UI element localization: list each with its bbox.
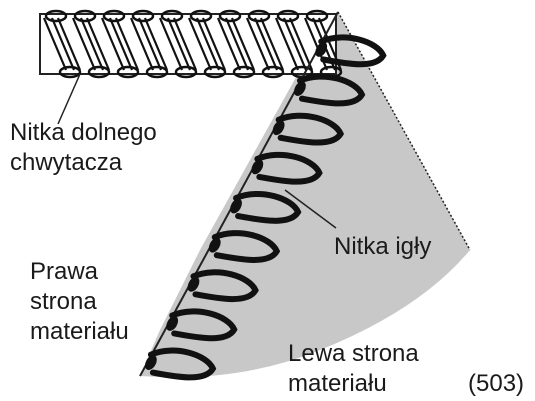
needle-thread-label: Nitka igły	[334, 233, 432, 260]
band-thread	[274, 17, 314, 71]
wrong-side-label-line1: Lewa strona	[288, 340, 419, 367]
seam-knot	[294, 81, 306, 96]
band-thread	[71, 17, 111, 71]
figure-number: (503)	[468, 370, 525, 397]
needle-loop	[254, 151, 323, 185]
band-thread	[216, 17, 256, 71]
looper-thread-label-line2: chwytacza	[10, 149, 123, 176]
seam-knot	[315, 42, 328, 57]
looper-stitch-band	[39, 9, 343, 79]
band-thread	[42, 17, 82, 71]
needle-thread-leader	[284, 189, 337, 229]
band-bottom-loop	[58, 65, 82, 79]
band-bottom-loop	[116, 65, 140, 79]
wrong-side-label-line2: materiału	[288, 370, 387, 397]
band-bottom-loop	[87, 65, 111, 79]
band-top-loop	[247, 9, 271, 23]
needle-loop	[211, 230, 281, 263]
needle-loop	[275, 112, 344, 146]
right-side-label-line1: Prawa	[30, 258, 99, 285]
needle-loop	[233, 191, 302, 224]
band-bottom-loop	[145, 65, 169, 79]
band-bottom-loop	[203, 65, 227, 79]
needle-thread-loops	[145, 34, 387, 381]
band-bottom-loop	[261, 65, 285, 79]
band-top-loop	[131, 9, 155, 23]
looper-thread-leader	[57, 73, 81, 125]
band-top-loop	[218, 9, 242, 23]
band-top-loop	[73, 9, 97, 23]
needle-loop	[190, 269, 259, 303]
band-bottom-loop	[232, 65, 256, 79]
band-thread	[129, 17, 169, 71]
band-top-loop	[276, 9, 300, 23]
seam-knot	[187, 276, 200, 292]
seam-knot	[145, 355, 157, 370]
seam-knot	[230, 198, 242, 214]
seam-knot	[208, 237, 221, 253]
needle-loop	[147, 347, 217, 381]
needle-loop	[296, 73, 366, 107]
fabric-wrong-side	[140, 12, 470, 378]
seam-knot	[166, 316, 179, 331]
band-top-loop	[305, 9, 329, 23]
band-thread	[245, 17, 285, 71]
seam-knot	[251, 159, 264, 175]
looper-thread-label-line1: Nitka dolnego	[10, 119, 157, 146]
needle-loop	[318, 34, 387, 68]
band-thread	[187, 17, 227, 71]
needle-loop	[169, 308, 238, 342]
band-thread	[100, 17, 140, 71]
band-top-loop	[44, 9, 68, 23]
band-bottom-loop	[174, 65, 198, 79]
right-side-label-line3: materiału	[30, 318, 129, 345]
seam-knot	[272, 120, 285, 136]
band-top-loop	[189, 9, 213, 23]
right-side-label-line2: strona	[30, 288, 97, 315]
band-thread	[158, 17, 198, 71]
band-top-loop	[160, 9, 184, 23]
fabric-edge	[337, 11, 471, 251]
band-top-loop	[102, 9, 126, 23]
